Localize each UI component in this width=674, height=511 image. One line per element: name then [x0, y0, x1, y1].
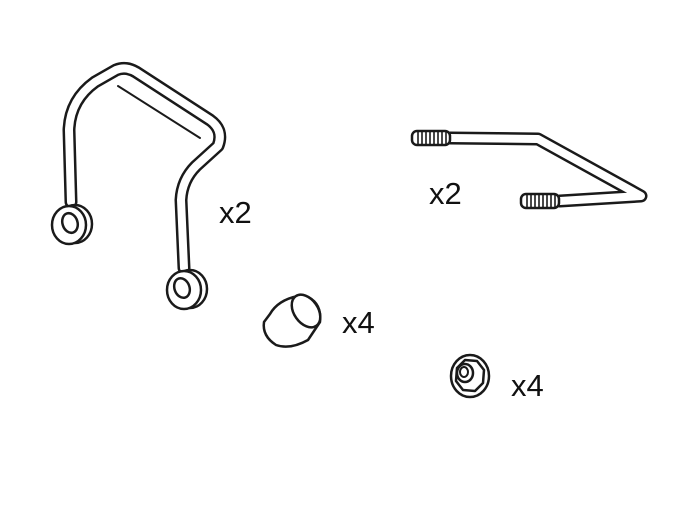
- end-cap-icon: [262, 293, 322, 348]
- flange-nut-icon: [449, 353, 491, 399]
- bracket-quantity-label: x2: [219, 195, 252, 230]
- flange-nut-quantity-label: x4: [511, 368, 544, 403]
- end-cap-quantity-label: x4: [342, 305, 375, 340]
- u-bolt-quantity-label: x2: [429, 176, 462, 211]
- threaded-u-bolt-icon: [410, 129, 648, 210]
- bent-rod-bracket-icon: [50, 61, 227, 311]
